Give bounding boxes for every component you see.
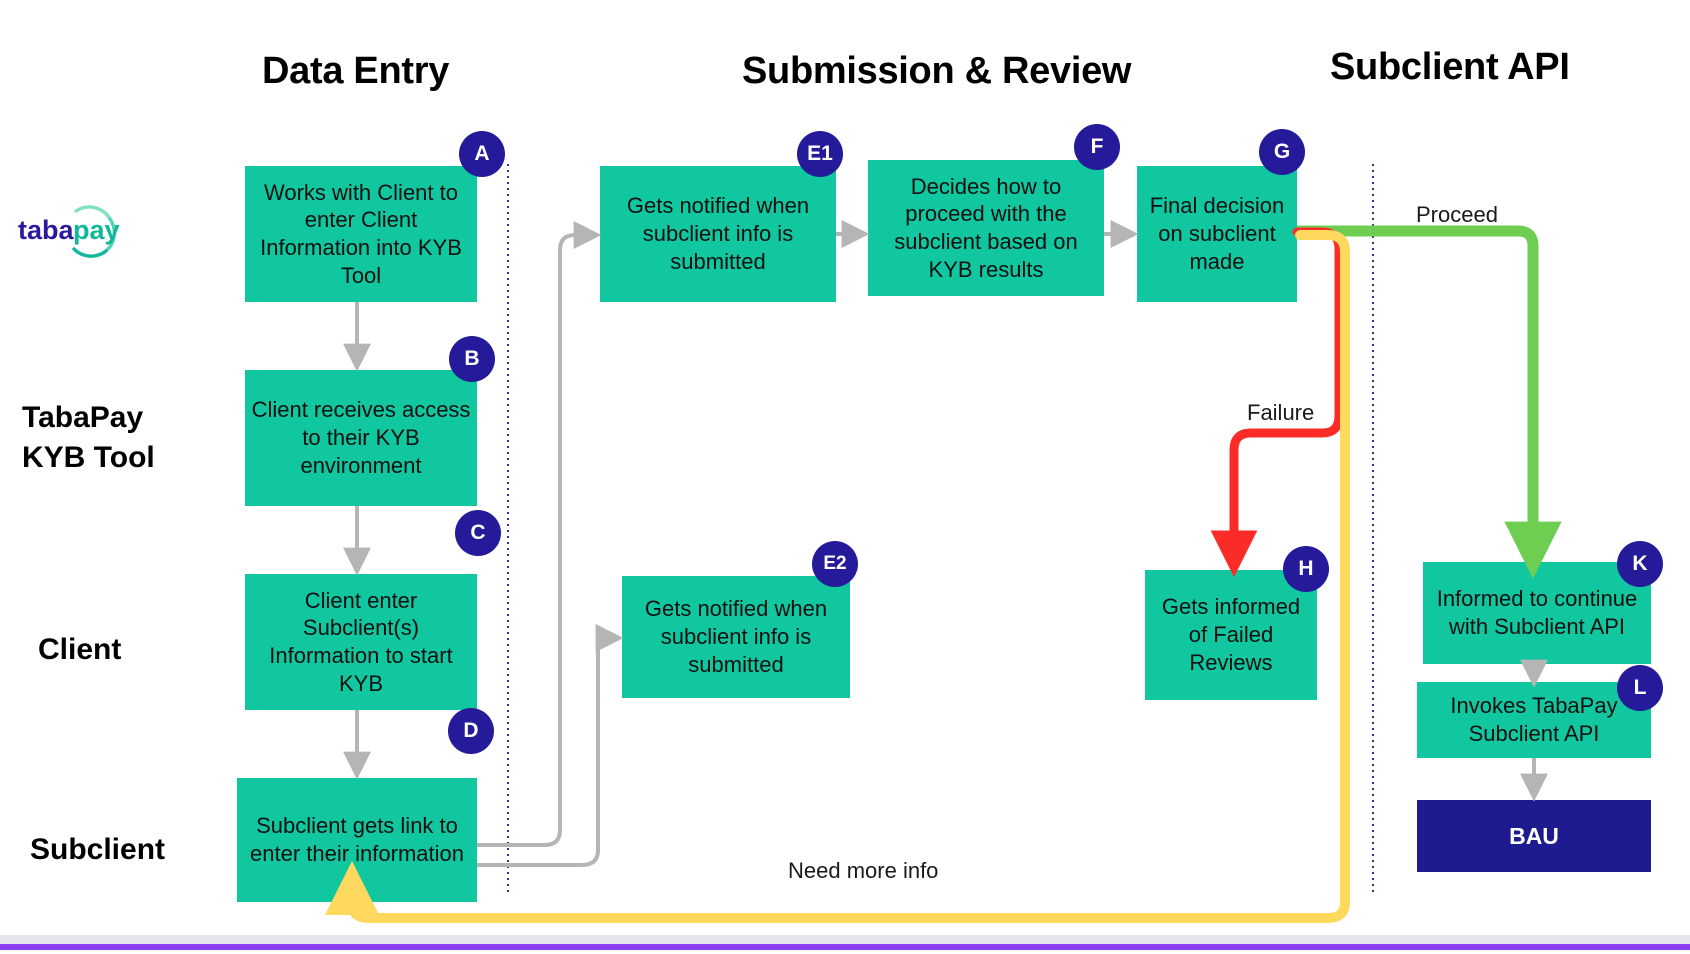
node-c[interactable]: Client enter Subclient(s) Information to… xyxy=(245,574,477,710)
tabapay-logo: taba pay xyxy=(18,205,150,269)
step-badge-c: C xyxy=(455,510,501,556)
step-badge-f: F xyxy=(1074,124,1120,170)
node-bau[interactable]: BAU xyxy=(1417,800,1651,872)
step-badge-a: A xyxy=(459,131,505,177)
node-a[interactable]: Works with Client to enter Client Inform… xyxy=(245,166,477,302)
step-badge-b: B xyxy=(449,336,495,382)
node-e1[interactable]: Gets notified when subclient info is sub… xyxy=(600,166,836,302)
column-header-submission-review: Submission & Review xyxy=(742,50,1132,92)
lane-label-tabapay-kyb-tool: TabaPay KYB Tool xyxy=(22,401,155,474)
column-header-data-entry: Data Entry xyxy=(262,50,450,92)
step-badge-e2: E2 xyxy=(812,541,858,587)
lane-label-subclient: Subclient xyxy=(30,833,166,866)
step-badge-h: H xyxy=(1283,546,1329,592)
node-e2[interactable]: Gets notified when subclient info is sub… xyxy=(622,576,850,698)
footer-rule-grey xyxy=(0,935,1690,944)
step-badge-d: D xyxy=(448,708,494,754)
node-f[interactable]: Decides how to proceed with the subclien… xyxy=(868,160,1104,296)
edge-label-failure: Failure xyxy=(1247,400,1315,425)
edge-label-proceed: Proceed xyxy=(1416,202,1498,227)
edge-label-need-more-info: Need more info xyxy=(788,858,939,883)
lane-label-client: Client xyxy=(38,633,122,666)
node-k[interactable]: Informed to continue with Subclient API xyxy=(1423,562,1651,664)
step-badge-e1: E1 xyxy=(797,131,843,177)
edge-proceed xyxy=(1297,225,1562,579)
logo-text-taba: taba xyxy=(18,215,75,245)
node-d[interactable]: Subclient gets link to enter their infor… xyxy=(237,778,477,902)
node-g[interactable]: Final decision on subclient made xyxy=(1137,166,1297,302)
node-b[interactable]: Client receives access to their KYB envi… xyxy=(245,370,477,506)
node-l[interactable]: Invokes TabaPay Subclient API xyxy=(1417,682,1651,758)
edge-d-e2 xyxy=(477,624,624,867)
step-badge-l: L xyxy=(1617,665,1663,711)
step-badge-g: G xyxy=(1259,129,1305,175)
logo-text-pay: pay xyxy=(73,215,120,245)
footer-rule-purple xyxy=(0,944,1690,950)
column-header-subclient-api: Subclient API xyxy=(1330,46,1570,88)
step-badge-k: K xyxy=(1617,541,1663,587)
node-h[interactable]: Gets informed of Failed Reviews xyxy=(1145,570,1317,700)
